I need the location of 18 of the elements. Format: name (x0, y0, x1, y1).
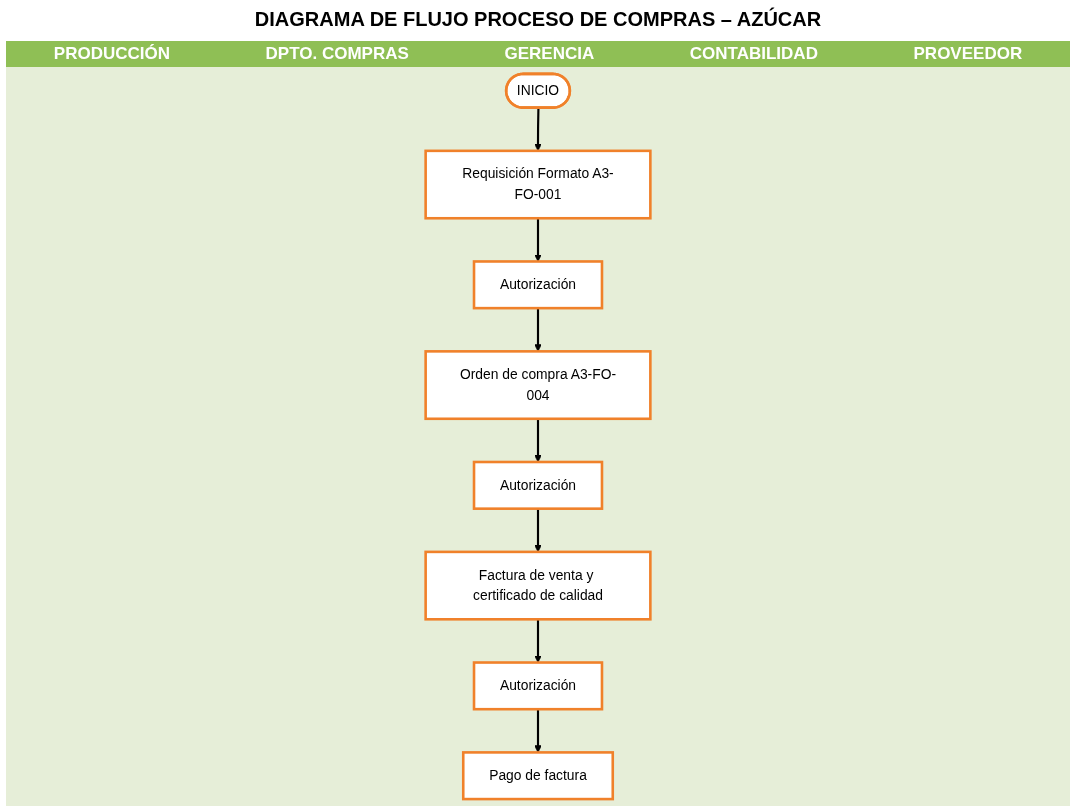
lane-heading: PROVEEDOR (913, 44, 1023, 64)
arrow (534, 709, 542, 753)
node-box: Autorización (472, 260, 604, 310)
node-box: Autorización (472, 661, 604, 711)
node-box: Factura de venta y certificado de calidad (424, 550, 652, 621)
title: DIAGRAMA DE FLUJO PROCESO DE COMPRAS – AZÚCAR (254, 8, 822, 31)
node-box: Orden de compra A3-FO-004 (424, 350, 652, 421)
node-box: Autorización (472, 460, 604, 510)
lane-heading: GERENCIA (504, 44, 595, 64)
arrow (534, 619, 542, 663)
lane-heading: DPTO. COMPRAS (265, 44, 409, 64)
arrow (534, 418, 542, 463)
arrow (534, 308, 542, 352)
arrow (534, 218, 542, 262)
node-box: Requisición Formato A3-FO-001 (424, 149, 652, 220)
node-box: Pago de factura (461, 751, 615, 801)
lane-heading: PRODUCCIÓN (53, 44, 170, 64)
lane-heading: CONTABILIDAD (689, 44, 818, 64)
